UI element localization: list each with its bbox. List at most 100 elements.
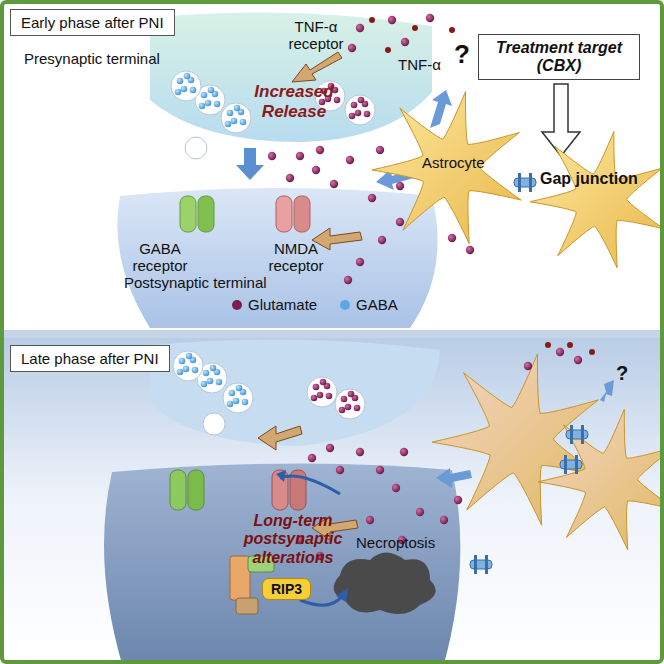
transmitter-dot: [183, 366, 190, 373]
legend-item: GABA: [340, 296, 398, 313]
release-arrow: [436, 468, 472, 488]
transmitter-dot: [242, 399, 249, 406]
label: ?: [454, 40, 470, 70]
glutamate-dot: [396, 218, 404, 226]
legend-item: Glutamate: [232, 296, 317, 313]
glutamate-dot: [392, 484, 400, 492]
glutamate-dot: [368, 194, 376, 202]
legend-text: Glutamate: [248, 296, 317, 313]
label: Necroptosis: [356, 534, 435, 551]
glutamate-dot: [326, 444, 334, 452]
release-arrow: [600, 380, 614, 402]
tnf-dot: [567, 342, 573, 348]
transmitter-dot: [231, 118, 238, 125]
transmitter-dot: [341, 396, 348, 403]
glutamate-dot: [356, 448, 364, 456]
vesicle: [335, 389, 365, 419]
node-text: Late phase after PNI: [21, 350, 159, 367]
arrowhead: [336, 588, 348, 602]
glutamate-dot: [346, 156, 354, 164]
tnf-dot: [449, 27, 455, 33]
gaba-receptor: [180, 196, 214, 232]
vesicle: [203, 413, 225, 435]
vesicle: [173, 351, 203, 381]
phase-box: Late phase after PNI: [10, 345, 170, 372]
rip3-box: RIP3: [262, 578, 311, 600]
label: Long-term postsynaptic alterations: [228, 512, 358, 567]
label: Astrocyte: [422, 154, 485, 171]
transmitter-dot: [201, 381, 208, 388]
transmitter-dot: [192, 367, 199, 374]
glutamate-dot: [524, 362, 532, 370]
legend-swatch: [232, 300, 242, 310]
glutamate-dot: [296, 152, 304, 160]
transmitter-dot: [175, 89, 182, 96]
glutamate-dot: [268, 152, 276, 160]
glutamate-dot: [448, 234, 456, 242]
vesicle: [185, 137, 207, 159]
transmitter-dot: [339, 407, 346, 414]
tnf-dot: [589, 349, 595, 355]
transmitter-dot: [210, 365, 217, 372]
label: GABA receptor: [124, 240, 196, 275]
vesicle: [171, 71, 201, 101]
presynaptic-terminal: [150, 13, 432, 142]
label: Gap junction: [540, 170, 638, 188]
gap-junction: [470, 560, 492, 569]
transmitter-dot: [227, 110, 234, 117]
transmitter-dot: [208, 87, 215, 94]
transmitter-dot: [190, 87, 197, 94]
glutamate-dot: [286, 174, 294, 182]
glutamate-dot: [308, 454, 316, 462]
treatment-box: Treatment target (CBX): [478, 34, 640, 80]
transmitter-dot: [233, 398, 240, 405]
glutamate-dot: [312, 166, 320, 174]
transmitter-dot: [313, 384, 320, 391]
glutamate-dot: [336, 466, 344, 474]
glutamate-dot: [344, 276, 352, 284]
glutamate-dot: [378, 236, 386, 244]
label: Presynaptic terminal: [24, 50, 160, 67]
postsynaptic-terminal: [104, 463, 460, 664]
transmitter-dot: [216, 379, 223, 386]
label: TNF-α: [398, 56, 441, 73]
glutamate-dot: [376, 466, 384, 474]
astrocyte: [538, 409, 664, 549]
astrocyte: [372, 92, 521, 244]
gap-junction: [570, 425, 573, 444]
nmda-receptor: [276, 196, 310, 232]
transmitter-dot: [214, 101, 221, 108]
label: TNF-α receptor: [280, 18, 352, 53]
feedback-arrow: [280, 476, 340, 494]
transmitter-dot: [179, 358, 186, 365]
transmitter-dot: [181, 86, 188, 93]
nmda-arrow: [312, 228, 362, 250]
gap-junction: [575, 455, 578, 474]
transmitter-dot: [201, 92, 208, 99]
tnf-dot: [369, 17, 375, 23]
release-arrow: [430, 90, 452, 128]
vesicle: [307, 377, 337, 407]
transmitter-dot: [358, 97, 365, 104]
transmitter-dot: [345, 404, 352, 411]
label: Increased Release: [240, 82, 348, 121]
glutamate-dot: [316, 146, 324, 154]
transmitter-dot: [184, 73, 191, 80]
transmitter-dot: [326, 393, 333, 400]
transmitter-dot: [199, 103, 206, 110]
glutamate-dot: [466, 246, 474, 254]
transmitter-dot: [177, 369, 184, 376]
gaba-receptor: [170, 470, 204, 510]
transmitter-dot: [205, 100, 212, 107]
gap-junction: [518, 173, 521, 192]
legend-swatch: [340, 300, 350, 310]
transmitter-dot: [229, 390, 236, 397]
tnf-dot: [545, 342, 551, 348]
transmitter-dot: [349, 113, 356, 120]
glutamate-dot: [416, 508, 424, 516]
treatment-arrow: [542, 84, 580, 156]
transmitter-dot: [236, 385, 243, 392]
transmitter-dot: [320, 379, 327, 386]
transmitter-dot: [348, 391, 355, 398]
legend-text: GABA: [356, 296, 398, 313]
